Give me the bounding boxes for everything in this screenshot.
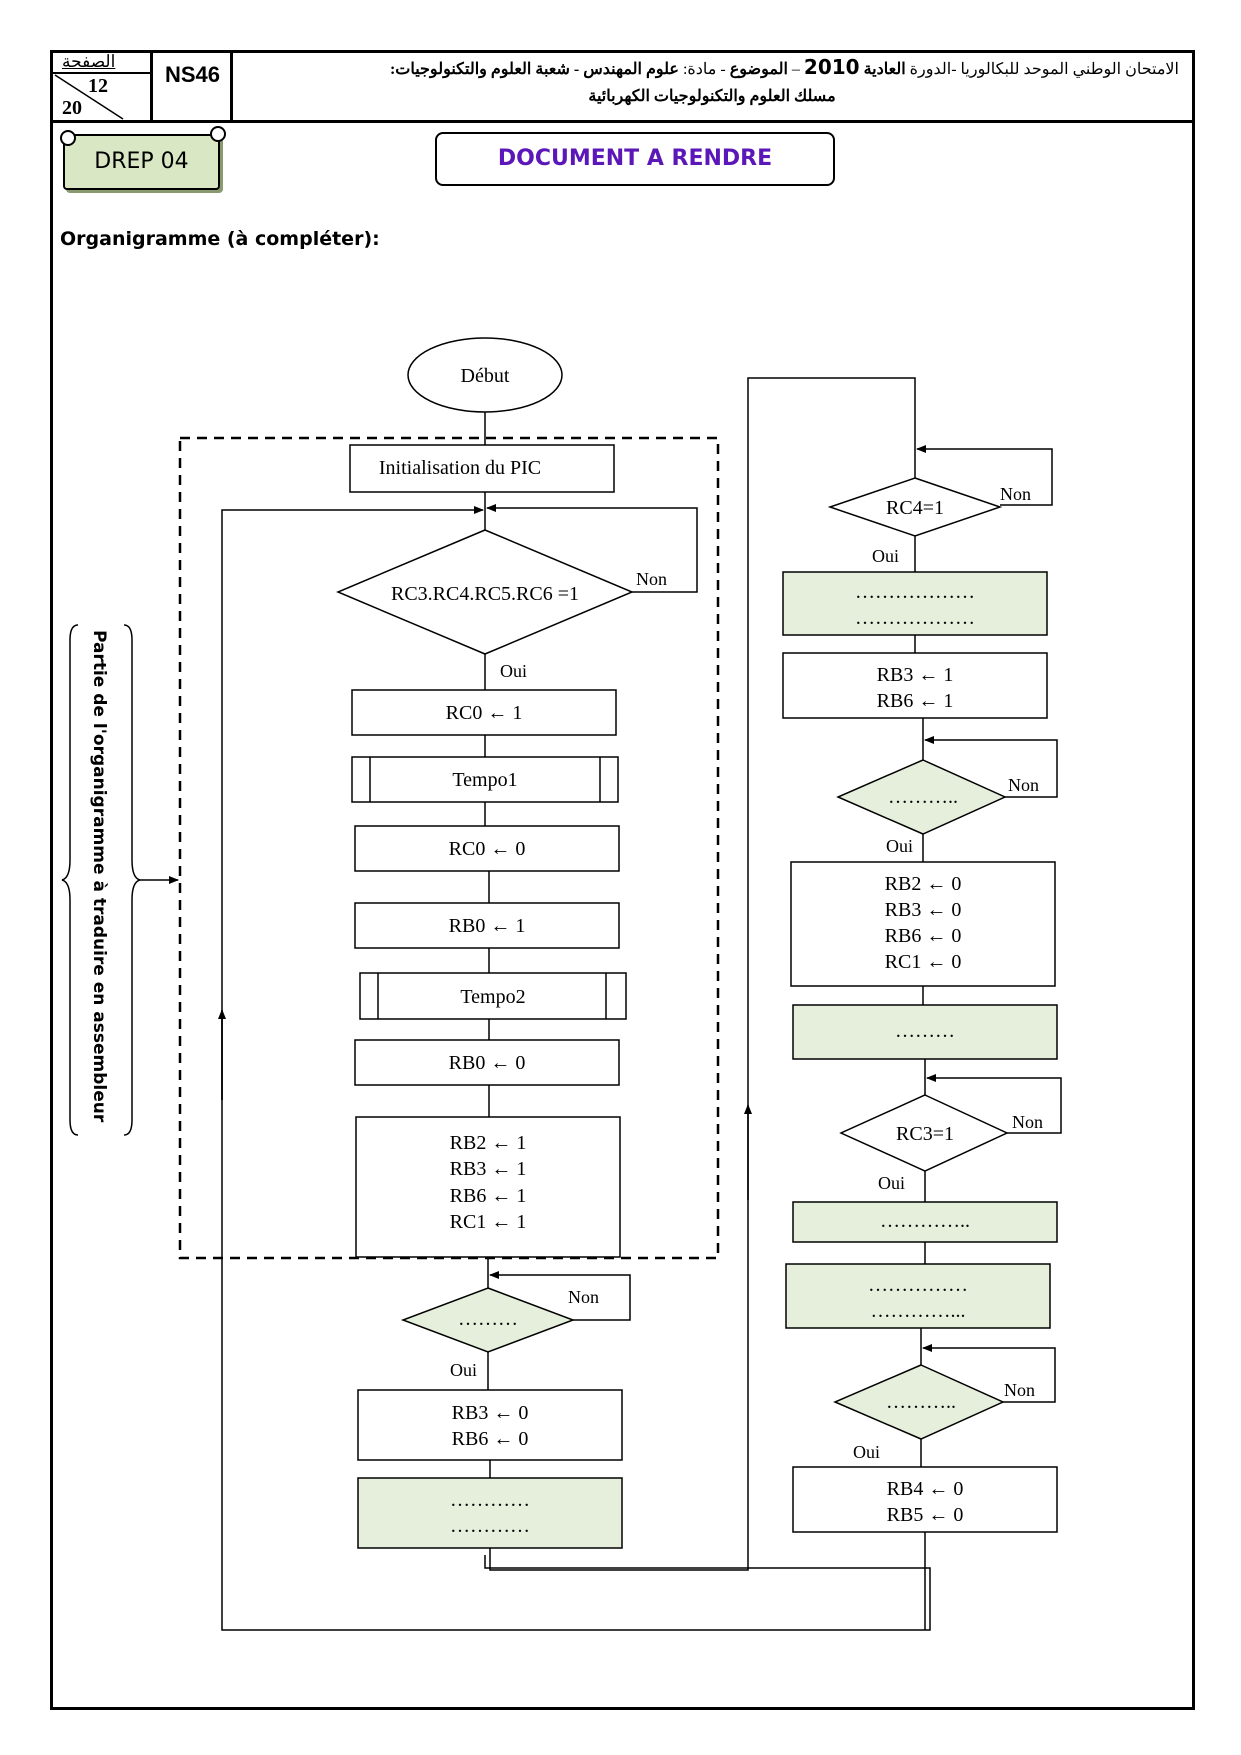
blank-line: …………… [868,1274,968,1296]
cond-rc3-label: RC3=1 [896,1123,954,1145]
process-blank-d: ………….. [792,1201,1058,1243]
tempo2-label: Tempo2 [460,986,525,1008]
no-label: Non [1000,484,1031,504]
rc0-1-label: RC0 ← 1 [446,702,523,724]
yes-label: Oui [872,546,899,566]
line-rc1: RC1 ← 0 [885,951,962,973]
scroll-curl-icon [60,130,76,146]
terminal-start: Début [407,337,563,413]
yes-label: Oui [450,1360,477,1380]
line-rb3: RB3 ← 0 [885,899,962,921]
yes-label: Oui [500,661,527,681]
page-current: 12 [88,75,108,97]
blank-line: ……… [895,1020,955,1042]
blank-line: ………….. [880,1210,970,1232]
process-rc0-0: RC0 ← 0 [354,825,620,872]
line-rb6: RB6 ← 0 [885,925,962,947]
process-blank-a: ………… ………… [357,1477,623,1549]
line-rb2: RB2 ← 0 [885,873,962,895]
rb0-0-label: RB0 ← 0 [449,1052,526,1074]
process-rb4-rb5: RB4 ← 0 RB5 ← 0 [792,1466,1058,1533]
process-rb3-rb6-1: RB3 ← 1 RB6 ← 1 [782,652,1048,719]
no-label: Non [1012,1112,1043,1132]
line-rc1: RC1 ← 1 [450,1211,527,1233]
decision-blank-3: ……….. [833,1364,1005,1440]
start-label: Début [461,365,510,387]
no-label: Non [636,569,667,589]
subroutine-tempo2: Tempo2 [359,972,627,1020]
decision-rc3: RC3=1 [839,1094,1009,1172]
line-rb6: RB6 ← 1 [877,690,954,712]
document-title: DOCUMENT A RENDRE [435,132,835,186]
header-separator [150,50,153,123]
process-rb0-0: RB0 ← 0 [354,1039,620,1086]
line-rb3: RB3 ← 0 [452,1402,529,1424]
scroll-curl-icon [210,126,226,142]
no-label: Non [1008,775,1039,795]
no-label: Non [568,1287,599,1307]
blank-line: ………… [450,1489,530,1511]
line-rb5: RB5 ← 0 [887,1504,964,1526]
exam-code: NS46 [165,62,221,87]
decision-blank-2: ……….. [836,759,1007,835]
process-blank-b: ……………… ……………… [782,571,1048,636]
no-label: Non [1004,1380,1035,1400]
side-brace [61,624,179,1136]
rc0-0-label: RC0 ← 0 [449,838,526,860]
page-frame [50,50,1195,1710]
page-label: الصفحة [62,52,116,71]
line-rb6: RB6 ← 1 [450,1185,527,1207]
drep-badge: DREP 04 [63,134,220,190]
section-title: Organigramme (à compléter): [60,228,380,250]
blank-line: …………... [871,1300,966,1322]
line-rb4: RB4 ← 0 [887,1478,964,1500]
blank-line: ……………… [855,581,975,603]
page-total: 20 [62,97,82,119]
cond-rc4-label: RC4=1 [886,497,944,519]
process-rb0-1: RB0 ← 1 [354,902,620,949]
subroutine-tempo1: Tempo1 [351,756,619,803]
line-rb6: RB6 ← 0 [452,1428,529,1450]
decision-rc4: RC4=1 [827,477,1003,537]
yes-label: Oui [853,1442,880,1462]
decision-blank-1: ……… [400,1287,576,1353]
cond-main-label: RC3.RC4.RC5.RC6 =1 [391,583,579,605]
blank-line: ………… [450,1515,530,1537]
line-rb3: RB3 ← 1 [877,664,954,686]
init-label: Initialisation du PIC [379,457,541,479]
cond-blank-3-label: ……….. [886,1391,956,1413]
process-blank-c: ……… [792,1004,1058,1060]
line-rb2: RB2 ← 1 [450,1132,527,1154]
process-rc0-1: RC0 ← 1 [351,689,617,736]
line-rb3: RB3 ← 1 [450,1158,527,1180]
side-label: Partie de l'organigramme à traduire en a… [89,630,109,1123]
yes-label: Oui [886,836,913,856]
header-separator [230,50,233,123]
process-reset-outputs: RB2 ← 0 RB3 ← 0 RB6 ← 0 RC1 ← 0 [790,861,1056,987]
rb0-1-label: RB0 ← 1 [449,915,526,937]
process-rb3-rb6-0: RB3 ← 0 RB6 ← 0 [357,1389,623,1461]
header-line-1: الامتحان الوطني الموحد للبكالوريا -الدور… [389,55,1179,79]
process-blank-e: …………… …………... [785,1263,1051,1329]
cond-blank-2-label: ……….. [888,786,958,808]
process-set-outputs: RB2 ← 1 RB3 ← 1 RB6 ← 1 RC1 ← 1 [355,1116,621,1258]
tempo1-label: Tempo1 [452,769,517,791]
decision-main: RC3.RC4.RC5.RC6 =1 [336,529,634,655]
yes-label: Oui [878,1173,905,1193]
header-line-2: مسلك العلوم والتكنولوجيات الكهربائية [588,88,836,105]
page-number-box [53,53,150,120]
cond-blank-1-label: ……… [458,1308,518,1330]
header-divider [50,120,1195,123]
process-init: Initialisation du PIC [349,444,615,493]
blank-line: ……………… [855,607,975,629]
